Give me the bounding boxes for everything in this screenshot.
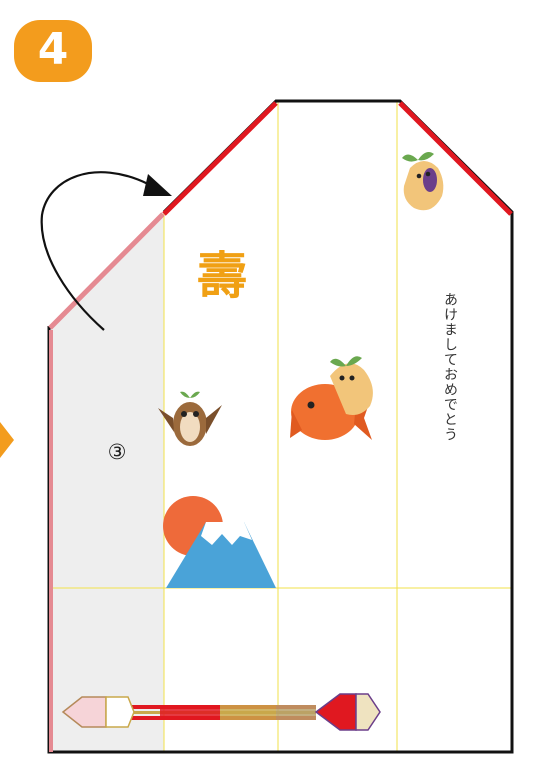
panel-number-label: ③ [102,438,132,466]
red-trim-left [164,103,276,214]
sea-bream-mascot [290,356,373,440]
mount-fuji-sunrise [163,496,276,588]
folded-panel [49,212,164,752]
owl-mascot [158,392,222,446]
new-year-greeting: あけましておめでとう [438,292,462,492]
fold-arrow-head [143,174,172,196]
kotobuki-character: 壽 [192,244,252,308]
hamaya-arrow [63,694,380,730]
sweet-potato-character [402,152,443,210]
step-number: 4 [14,18,92,82]
side-tab [0,422,14,458]
